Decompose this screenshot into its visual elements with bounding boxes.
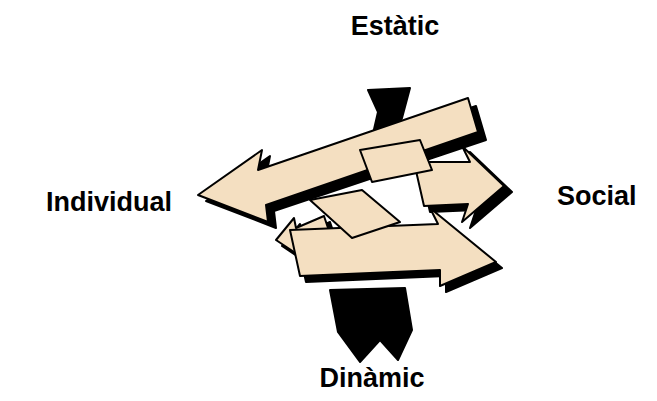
- shadow-shape: [330, 288, 412, 362]
- axis-label: Social: [557, 182, 637, 212]
- arrow-shape: [310, 190, 400, 238]
- axis-label: Individual: [46, 188, 172, 218]
- axis-label: Dinàmic: [319, 364, 424, 394]
- arrow-shape: [360, 140, 432, 182]
- axis-label: Estàtic: [351, 12, 440, 42]
